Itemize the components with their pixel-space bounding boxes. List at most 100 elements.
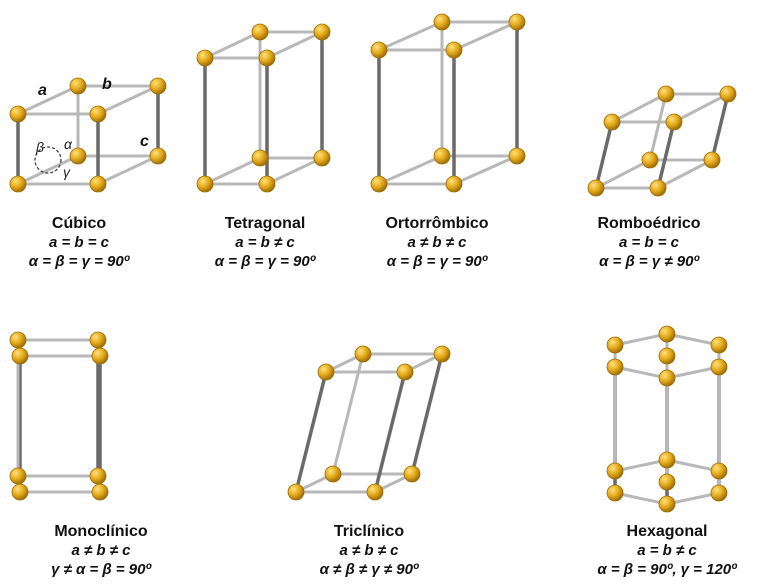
caption-triclinic: Triclínico a ≠ b ≠ c α ≠ β ≠ γ ≠ 90º [294, 522, 444, 579]
back-rod [672, 92, 730, 124]
caption-hexagonal: Hexagonal a = b ≠ c α = β = 90º, γ = 120… [575, 522, 759, 579]
unit-cell-tetragonal [196, 23, 331, 193]
angle-label-beta: β [36, 139, 44, 155]
atom [445, 41, 463, 59]
system-angles: α = β = γ = 90º [28, 253, 130, 270]
atom [258, 49, 276, 67]
atom [641, 151, 659, 169]
back-rod [613, 491, 669, 506]
system-edges: a ≠ b ≠ c [71, 542, 131, 559]
caption-tetragonal: Tetragonal a = b ≠ c α = β = γ = 90º [190, 214, 340, 271]
atom [370, 41, 388, 59]
back-rod [665, 365, 721, 380]
system-angles: α ≠ β ≠ γ ≠ 90º [319, 561, 419, 578]
atom [508, 13, 526, 31]
rod [410, 352, 444, 476]
caption-rhombohedral: Romboédrico a = b = c α = β = γ ≠ 90º [574, 214, 724, 271]
atom [657, 85, 675, 103]
atom [11, 483, 29, 501]
angle-label-alpha: α [64, 136, 72, 152]
system-edges: a = b = c [618, 234, 680, 251]
unit-cell-orthorhombic [370, 13, 526, 193]
angle-marker [34, 146, 62, 174]
atom [710, 336, 728, 354]
atom [370, 175, 388, 193]
system-name: Romboédrico [597, 215, 701, 232]
system-name: Tetragonal [224, 215, 306, 232]
atom [91, 483, 109, 501]
atom [196, 49, 214, 67]
atom [11, 347, 29, 365]
back-rod [656, 158, 714, 190]
rod [656, 120, 676, 190]
atom [196, 175, 214, 193]
back-rod [665, 458, 721, 473]
atom [710, 484, 728, 502]
system-angles: α = β = 90º, γ = 120º [597, 561, 737, 578]
caption-monoclinic: Monoclínico a ≠ b ≠ c γ ≠ α = β = 90º [26, 522, 176, 579]
system-name: Monoclínico [54, 523, 148, 540]
back-rod [265, 156, 324, 186]
atom [313, 23, 331, 41]
back-rod [331, 352, 365, 476]
atom [251, 23, 269, 41]
back-rod [96, 154, 160, 186]
atom [606, 462, 624, 480]
atom [287, 483, 305, 501]
rod [710, 92, 730, 162]
back-rod [648, 92, 668, 162]
atom [354, 345, 372, 363]
atom [433, 345, 451, 363]
atom [89, 331, 107, 349]
atom [433, 13, 451, 31]
system-angles: α = β = γ = 90º [214, 253, 316, 270]
back-rod [265, 30, 324, 60]
atom [665, 113, 683, 131]
system-angles: α = β = γ ≠ 90º [599, 253, 699, 270]
atom [89, 105, 107, 123]
atom [433, 147, 451, 165]
rod [594, 120, 614, 190]
back-rod [16, 84, 80, 116]
caption-orthorhombic: Ortorrômbico a ≠ b ≠ c α = β = γ = 90º [362, 214, 512, 271]
caption-cubic: Cúbico a = b = c α = β = γ = 90º [4, 214, 154, 271]
back-rod [613, 365, 669, 380]
atom [710, 358, 728, 376]
atom [603, 113, 621, 131]
back-rod [665, 332, 721, 347]
atom [251, 149, 269, 167]
back-rod [613, 332, 669, 347]
unit-cell-cubic [9, 77, 167, 193]
atom [69, 77, 87, 95]
atom [396, 363, 414, 381]
atom [606, 358, 624, 376]
back-rod [452, 154, 519, 186]
atom [606, 484, 624, 502]
atom [658, 369, 676, 387]
atom [719, 85, 737, 103]
atom [445, 175, 463, 193]
system-edges: a = b ≠ c [637, 542, 697, 559]
atom [703, 151, 721, 169]
back-rod [665, 491, 721, 506]
atom [69, 147, 87, 165]
rod [294, 370, 328, 494]
atom [9, 467, 27, 485]
system-name: Cúbico [51, 215, 107, 232]
system-edges: a ≠ b ≠ c [339, 542, 399, 559]
atom [317, 363, 335, 381]
atom [658, 347, 676, 365]
angle-label-gamma: γ [63, 164, 70, 180]
back-rod [610, 92, 668, 124]
atom [403, 465, 421, 483]
system-name: Triclínico [333, 523, 405, 540]
atom [89, 467, 107, 485]
atom [9, 331, 27, 349]
system-edges: a = b = c [48, 234, 110, 251]
atom [587, 179, 605, 197]
back-rod [203, 30, 262, 60]
unit-cell-rhombohedral [587, 85, 737, 197]
system-angles: α = β = γ = 90º [386, 253, 488, 270]
atom [324, 465, 342, 483]
system-edges: a ≠ b ≠ c [407, 234, 467, 251]
